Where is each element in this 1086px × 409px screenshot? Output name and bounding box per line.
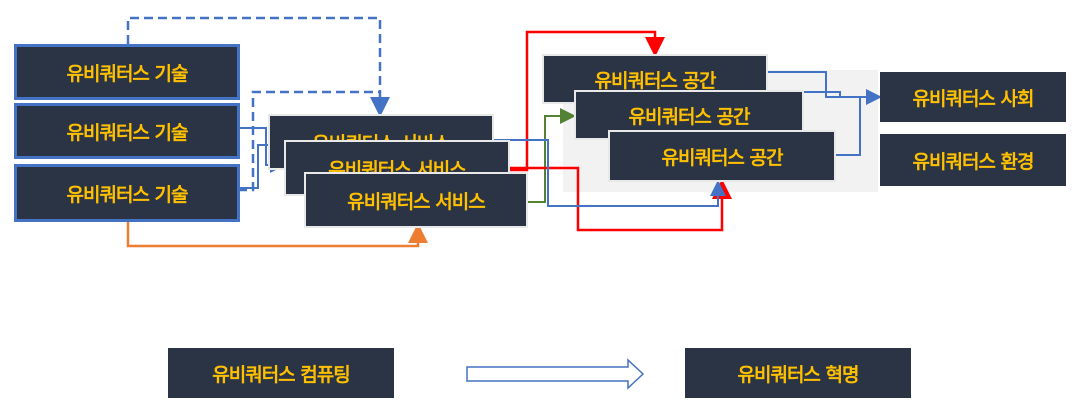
revolution-box: 유비쿼터스 혁명 xyxy=(685,348,911,398)
link-space2-society xyxy=(802,91,841,97)
space-box-3: 유비쿼터스 공간 xyxy=(608,130,836,182)
hollow-arrow xyxy=(466,358,645,390)
society-box: 유비쿼터스 사회 xyxy=(880,72,1066,122)
link-blue-service-space xyxy=(492,139,726,207)
environment-box: 유비쿼터스 환경 xyxy=(880,134,1066,186)
link-tech3-orange xyxy=(126,222,428,248)
computing-box: 유비쿼터스 컴퓨팅 xyxy=(168,348,394,398)
link-space1-society xyxy=(766,71,882,105)
society-box-label: 유비쿼터스 사회 xyxy=(912,87,1035,110)
space-box-1-label: 유비쿼터스 공간 xyxy=(594,69,717,92)
space-box-2-label: 유비쿼터스 공간 xyxy=(628,105,751,128)
revolution-box-label: 유비쿼터스 혁명 xyxy=(737,363,860,386)
tech-box-3-label: 유비쿼터스 기술 xyxy=(66,183,189,206)
tech-box-1: 유비쿼터스 기술 xyxy=(14,44,240,100)
tech-box-2: 유비쿼터스 기술 xyxy=(14,103,240,159)
space-box-3-label: 유비쿼터스 공간 xyxy=(661,146,784,169)
environment-box-label: 유비쿼터스 환경 xyxy=(912,150,1035,173)
tech-box-3: 유비쿼터스 기술 xyxy=(14,164,240,222)
service-box-3-label: 유비쿼터스 서비스 xyxy=(347,190,485,213)
service-box-3: 유비쿼터스 서비스 xyxy=(304,172,528,228)
dashed-link-tech1 xyxy=(126,16,390,117)
dashed-link-tech3 xyxy=(238,90,380,192)
computing-box-label: 유비쿼터스 컴퓨팅 xyxy=(212,363,350,386)
link-red-down xyxy=(508,166,732,232)
link-space3-society xyxy=(834,97,861,156)
tech-box-1-label: 유비쿼터스 기술 xyxy=(66,62,189,85)
tech-box-2-label: 유비쿼터스 기술 xyxy=(66,121,189,144)
link-service-space-green xyxy=(527,108,576,203)
link-red-up xyxy=(508,30,665,172)
